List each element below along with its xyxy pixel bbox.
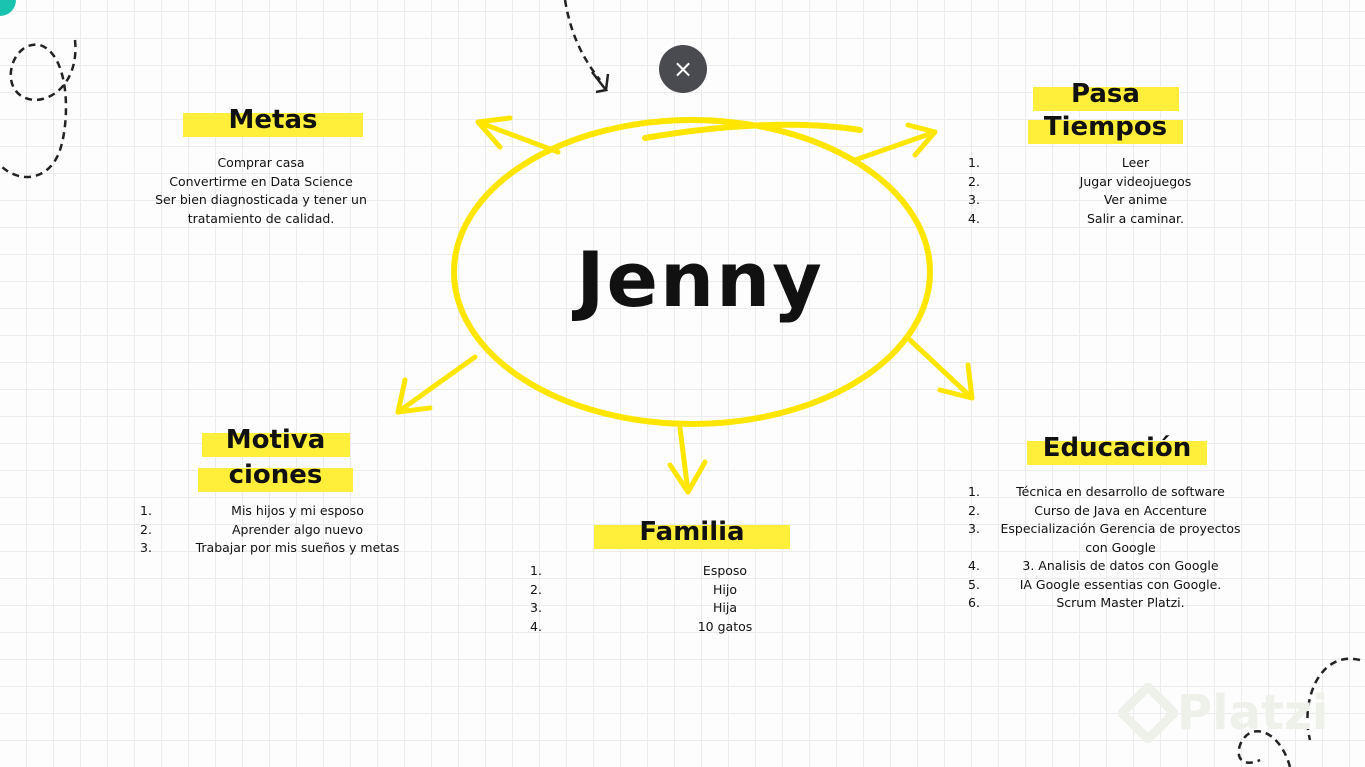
item-text: Hijo: [713, 581, 737, 597]
item-text: Especialización Gerencia de proyectos co…: [1000, 521, 1241, 555]
item-text: 3. Analisis de datos con Google: [1022, 558, 1219, 573]
watermark-text: Platzi: [1177, 685, 1329, 741]
item-text: 10 gatos: [697, 618, 753, 634]
metas-title-text: Metas: [228, 105, 318, 135]
familia-title-text: Familia: [639, 517, 745, 547]
list-item: 1. Leer: [968, 154, 1263, 173]
item-number: 3.: [968, 192, 980, 207]
title-line: ciones: [228, 460, 323, 490]
platzi-watermark: Platzi: [1115, 680, 1329, 746]
item-number: 4.: [530, 618, 542, 634]
item-text: Trabajar por mis sueños y metas: [195, 540, 400, 555]
close-button[interactable]: ×: [659, 45, 707, 93]
item-number: 4.: [968, 210, 980, 226]
platzi-logo-icon: [1115, 680, 1181, 746]
item-text: Salir a caminar.: [1086, 210, 1184, 226]
item-number: 2.: [968, 502, 980, 518]
item-number: 3.: [968, 521, 980, 536]
list-item: 4. 3. Analisis de datos con Google: [968, 557, 1248, 576]
item-text: Curso de Java en Accenture: [1034, 502, 1207, 518]
title-line: Motiva: [225, 425, 326, 455]
item-text: Jugar videojuegos: [1079, 173, 1192, 189]
list-item: 4. 10 gatos: [530, 618, 880, 637]
item-number: 1.: [968, 155, 980, 170]
list-item: 3. Especialización Gerencia de proyectos …: [968, 520, 1248, 557]
list-item: 2. Aprender algo nuevo: [140, 521, 415, 540]
item-text: Aprender algo nuevo: [232, 521, 363, 537]
item-number: 2.: [968, 173, 980, 189]
list-item: 2. Jugar videojuegos: [968, 173, 1263, 192]
motivaciones-title: Motiva ciones: [198, 427, 353, 495]
item-text: Leer: [1121, 155, 1150, 170]
item-number: 6.: [968, 595, 980, 610]
title-line: Tiempos: [1043, 112, 1168, 142]
metas-text: Comprar casa Convertirme en Data Science…: [130, 154, 392, 228]
list-item: 1. Mis hijos y mi esposo: [140, 502, 415, 521]
list-item: 6. Scrum Master Platzi.: [968, 594, 1248, 613]
item-number: 4.: [968, 558, 980, 573]
metas-title: Metas: [183, 107, 363, 140]
item-number: 2.: [530, 581, 542, 597]
central-topic: Jenny: [576, 235, 824, 324]
list-item: 4. Salir a caminar.: [968, 210, 1263, 229]
center-ellipse: [451, 117, 933, 427]
metas-line: Comprar casa: [217, 155, 305, 170]
item-number: 3.: [530, 600, 542, 615]
branch-arrows: [395, 115, 975, 495]
item-number: 5.: [968, 576, 980, 592]
educacion-title-text: Educación: [1042, 433, 1192, 463]
corner-dot: [0, 0, 16, 16]
motivaciones-list: 1. Mis hijos y mi esposo 2. Aprender algo …: [140, 502, 415, 558]
item-text: Mis hijos y mi esposo: [231, 503, 364, 518]
item-text: IA Google essentias con Google.: [1019, 576, 1222, 592]
familia-title: Familia: [594, 519, 790, 552]
item-number: 1.: [140, 503, 152, 518]
educacion-title: Educación: [1027, 435, 1207, 468]
metas-line: Ser bien diagnosticada y tener un: [155, 192, 367, 207]
educacion-list: 1. Técnica en desarrollo de software 2. Cu…: [968, 483, 1248, 613]
list-item: 3. Ver anime: [968, 191, 1263, 210]
arrow-head-icon: [591, 71, 610, 94]
item-number: 2.: [140, 521, 152, 537]
metas-line: tratamiento de calidad.: [187, 210, 335, 226]
item-text: Ver anime: [1103, 192, 1168, 207]
list-item: 5. IA Google essentias con Google.: [968, 576, 1248, 595]
title-line: Pasa: [1071, 79, 1140, 109]
list-item: 3. Trabajar por mis sueños y metas: [140, 539, 415, 558]
pasatiempos-list: 1. Leer 2. Jugar videojuegos 3. Ver anime 4…: [968, 154, 1263, 228]
item-text: Scrum Master Platzi.: [1056, 595, 1185, 610]
item-text: Hija: [712, 600, 737, 615]
metas-line: Convertirme en Data Science: [169, 173, 353, 189]
list-item: 3. Hija: [530, 599, 880, 618]
item-number: 1.: [530, 563, 542, 578]
item-text: Esposo: [702, 563, 748, 578]
list-item: 1. Esposo: [530, 562, 880, 581]
item-number: 3.: [140, 540, 152, 555]
item-text: Técnica en desarrollo de software: [1016, 484, 1225, 499]
familia-list: 1. Esposo 2. Hijo 3. Hija 4. 10 gatos: [530, 562, 880, 636]
item-number: 1.: [968, 484, 980, 499]
list-item: 2. Curso de Java en Accenture: [968, 502, 1248, 521]
list-item: 1. Técnica en desarrollo de software: [968, 483, 1248, 502]
pasatiempos-title: Pasa Tiempos: [1028, 81, 1183, 147]
list-item: 2. Hijo: [530, 581, 880, 600]
